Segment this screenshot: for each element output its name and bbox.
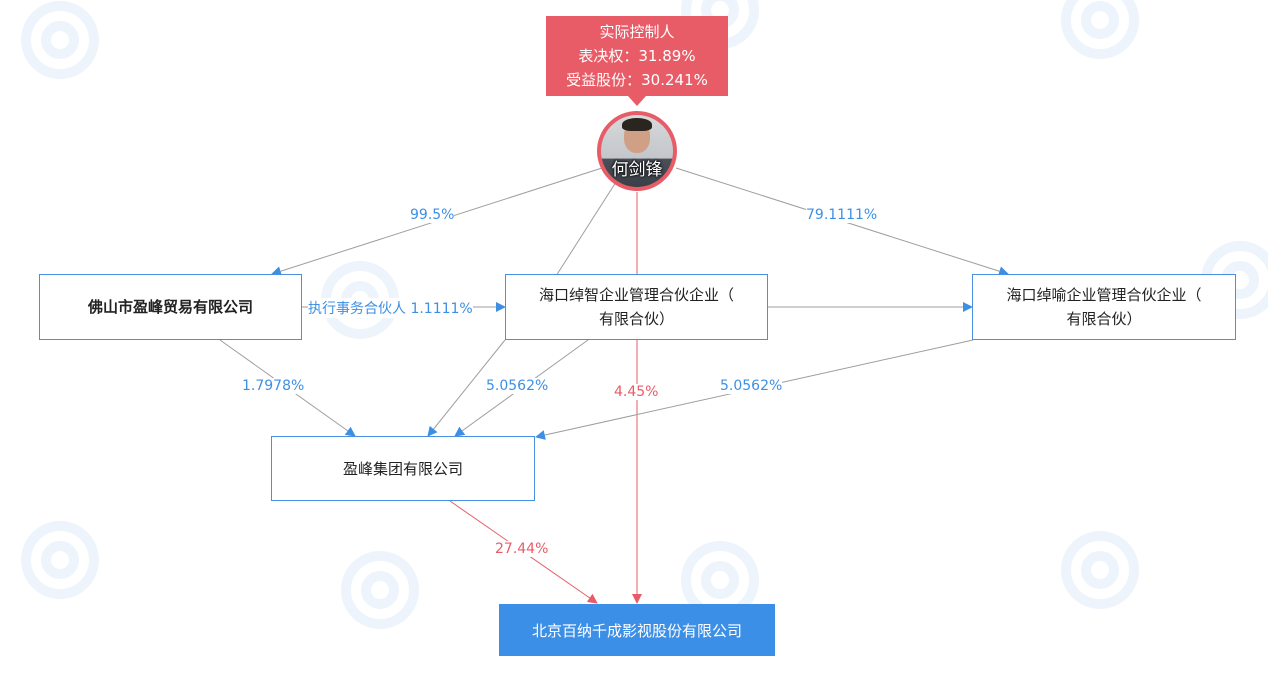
company-node-yingfeng[interactable]: 盈峰集团有限公司	[271, 436, 535, 501]
avatar-hair	[622, 118, 652, 131]
company-name-line1: 海口绰智企业管理合伙企业（	[538, 286, 734, 304]
target-company-name: 北京百纳千成影视股份有限公司	[531, 621, 742, 640]
edge-label-foshan-zhizhi: 执行事务合伙人 1.1111%	[308, 298, 473, 318]
edge-label-zhuyu-yingfeng: 5.0562%	[720, 378, 783, 394]
controller-tag-pointer	[628, 96, 646, 106]
company-node-foshan[interactable]: 佛山市盈峰贸易有限公司	[39, 274, 302, 340]
edge-label-foshan-yingfeng: 1.7978%	[242, 378, 305, 394]
controller-title: 实际控制人	[599, 23, 675, 41]
actual-controller-tag: 实际控制人 表决权：31.89% 受益股份：30.241%	[546, 16, 728, 96]
edge-label-person-foshan: 99.5%	[410, 207, 455, 223]
company-name-line2: 有限合伙）	[1066, 310, 1142, 328]
edge-person-zhizhi	[555, 181, 617, 277]
company-name: 佛山市盈峰贸易有限公司	[87, 298, 253, 316]
edge-label-zhizhi-yingfeng: 5.0562%	[486, 378, 549, 394]
edge-label-person-zhuyu: 79.1111%	[806, 207, 878, 223]
edge-label-person-target: 4.45%	[614, 384, 659, 400]
target-company-node[interactable]: 北京百纳千成影视股份有限公司	[499, 604, 775, 656]
edge-zhizhi-yingfeng-a	[427, 339, 506, 437]
company-node-zhizhi[interactable]: 海口绰智企业管理合伙企业（ 有限合伙）	[505, 274, 768, 340]
company-name-line2: 有限合伙）	[598, 310, 674, 328]
company-node-zhuyu[interactable]: 海口绰喻企业管理合伙企业（ 有限合伙）	[972, 274, 1236, 340]
person-name: 何剑锋	[611, 160, 663, 180]
beneficial-shares: 受益股份：30.241%	[566, 71, 708, 89]
company-name-line1: 海口绰喻企业管理合伙企业（	[1006, 286, 1202, 304]
edge-label-yingfeng-target: 27.44%	[495, 541, 549, 557]
voting-rights: 表决权：31.89%	[578, 47, 696, 65]
company-name: 盈峰集团有限公司	[342, 459, 463, 478]
person-node[interactable]: 何剑锋	[597, 111, 677, 191]
avatar: 何剑锋	[601, 115, 673, 187]
